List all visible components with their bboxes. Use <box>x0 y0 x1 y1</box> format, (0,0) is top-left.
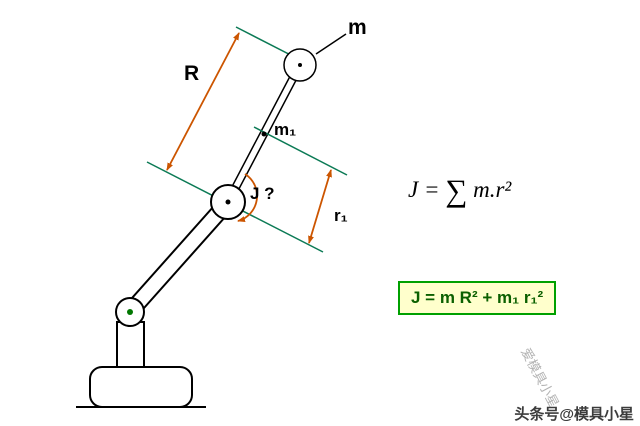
sigma-symbol: ∑ <box>445 173 468 208</box>
rotation-arc-icon <box>237 173 258 223</box>
radius-R-label: R <box>184 62 200 85</box>
m-pointer-line <box>315 33 347 55</box>
sum-formula-rhs: m.r² <box>467 177 512 202</box>
boxed-formula: J = m R² + m₁ r₁² <box>398 281 557 315</box>
inertia-question-label: J ? <box>250 184 275 203</box>
base-column <box>116 321 145 371</box>
mass-m1-label: m₁ <box>274 120 297 139</box>
dimension-arrow-r1 <box>308 169 332 244</box>
sum-formula-lhs: J = <box>408 177 446 202</box>
dimension-arrow-R <box>166 32 240 171</box>
midlink-mass-dot <box>261 131 267 137</box>
radius-r1-label: r₁ <box>334 206 348 225</box>
mass-m-label: m <box>348 16 367 39</box>
watermark-text: 头条号@模具小星 <box>514 406 634 423</box>
guide-line-midlink <box>253 126 348 176</box>
base-joint-dot <box>127 309 133 315</box>
base-block <box>89 366 193 408</box>
sum-formula: J = ∑ m.r² <box>408 173 511 209</box>
elbow-joint-dot <box>225 199 231 205</box>
top-mass-dot <box>298 63 302 67</box>
